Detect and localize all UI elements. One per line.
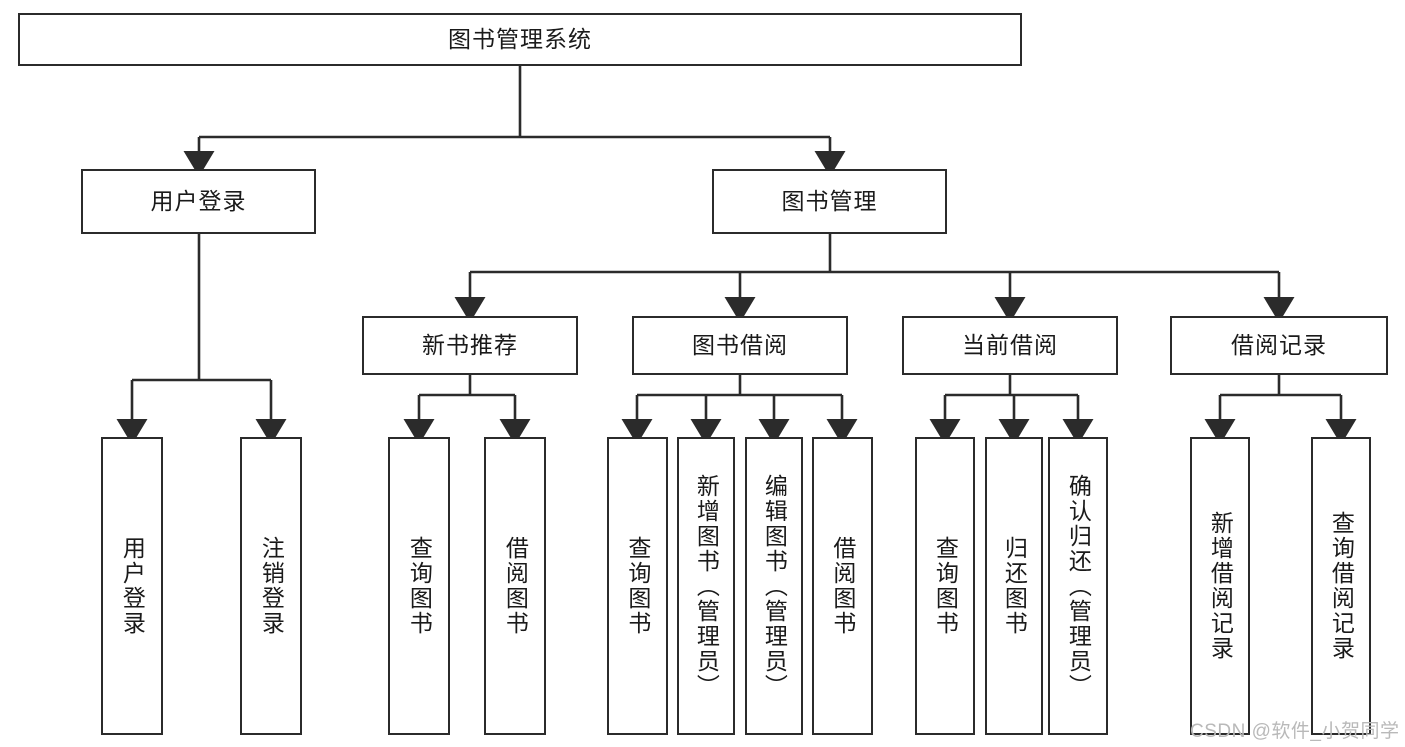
node-label: 图书管理系统 — [448, 25, 592, 52]
node-label: 编辑图书（管理员） — [761, 473, 788, 699]
node-label: 查询借阅记录 — [1328, 511, 1355, 661]
node-new-book-recommendation[interactable]: 新书推荐 — [362, 316, 578, 375]
node-leaf-query-book-3[interactable]: 查询图书 — [915, 437, 975, 735]
node-leaf-borrow-book-2[interactable]: 借阅图书 — [812, 437, 873, 735]
node-label: 用户登录 — [150, 187, 247, 214]
node-label: 用户登录 — [119, 536, 146, 636]
csdn-watermark: CSDN @软件_小贺同学 — [1190, 721, 1400, 742]
node-label: 查询图书 — [624, 536, 651, 636]
node-label: 当前借阅 — [962, 331, 1058, 358]
node-root-book-management-system[interactable]: 图书管理系统 — [18, 13, 1022, 66]
node-label: 查询图书 — [932, 536, 959, 636]
node-leaf-confirm-return-admin[interactable]: 确认归还（管理员） — [1048, 437, 1108, 735]
node-leaf-query-book-2[interactable]: 查询图书 — [607, 437, 668, 735]
node-label: 借阅图书 — [502, 536, 529, 636]
node-label: 查询图书 — [406, 536, 433, 636]
node-leaf-add-borrow-record[interactable]: 新增借阅记录 — [1190, 437, 1250, 735]
node-borrowing-record[interactable]: 借阅记录 — [1170, 316, 1388, 375]
node-leaf-edit-book-admin[interactable]: 编辑图书（管理员） — [745, 437, 803, 735]
node-user-login[interactable]: 用户登录 — [81, 169, 316, 234]
node-book-management[interactable]: 图书管理 — [712, 169, 947, 234]
node-label: 图书管理 — [781, 187, 878, 214]
node-label: 图书借阅 — [692, 331, 788, 358]
node-label: 借阅图书 — [829, 536, 856, 636]
node-label: 归还图书 — [1001, 536, 1028, 636]
node-leaf-user-login[interactable]: 用户登录 — [101, 437, 163, 735]
node-label: 新增图书（管理员） — [693, 473, 720, 699]
node-label: 注销登录 — [258, 536, 285, 636]
node-label: 确认归还（管理员） — [1065, 473, 1092, 699]
node-book-borrowing[interactable]: 图书借阅 — [632, 316, 848, 375]
node-leaf-borrow-book-1[interactable]: 借阅图书 — [484, 437, 546, 735]
node-leaf-query-book-1[interactable]: 查询图书 — [388, 437, 450, 735]
node-current-borrowing[interactable]: 当前借阅 — [902, 316, 1118, 375]
node-leaf-return-book[interactable]: 归还图书 — [985, 437, 1043, 735]
node-label: 新增借阅记录 — [1207, 511, 1234, 661]
node-leaf-logout[interactable]: 注销登录 — [240, 437, 302, 735]
node-label: 新书推荐 — [422, 331, 518, 358]
node-leaf-query-borrow-record[interactable]: 查询借阅记录 — [1311, 437, 1371, 735]
node-label: 借阅记录 — [1231, 331, 1327, 358]
node-leaf-add-book-admin[interactable]: 新增图书（管理员） — [677, 437, 735, 735]
